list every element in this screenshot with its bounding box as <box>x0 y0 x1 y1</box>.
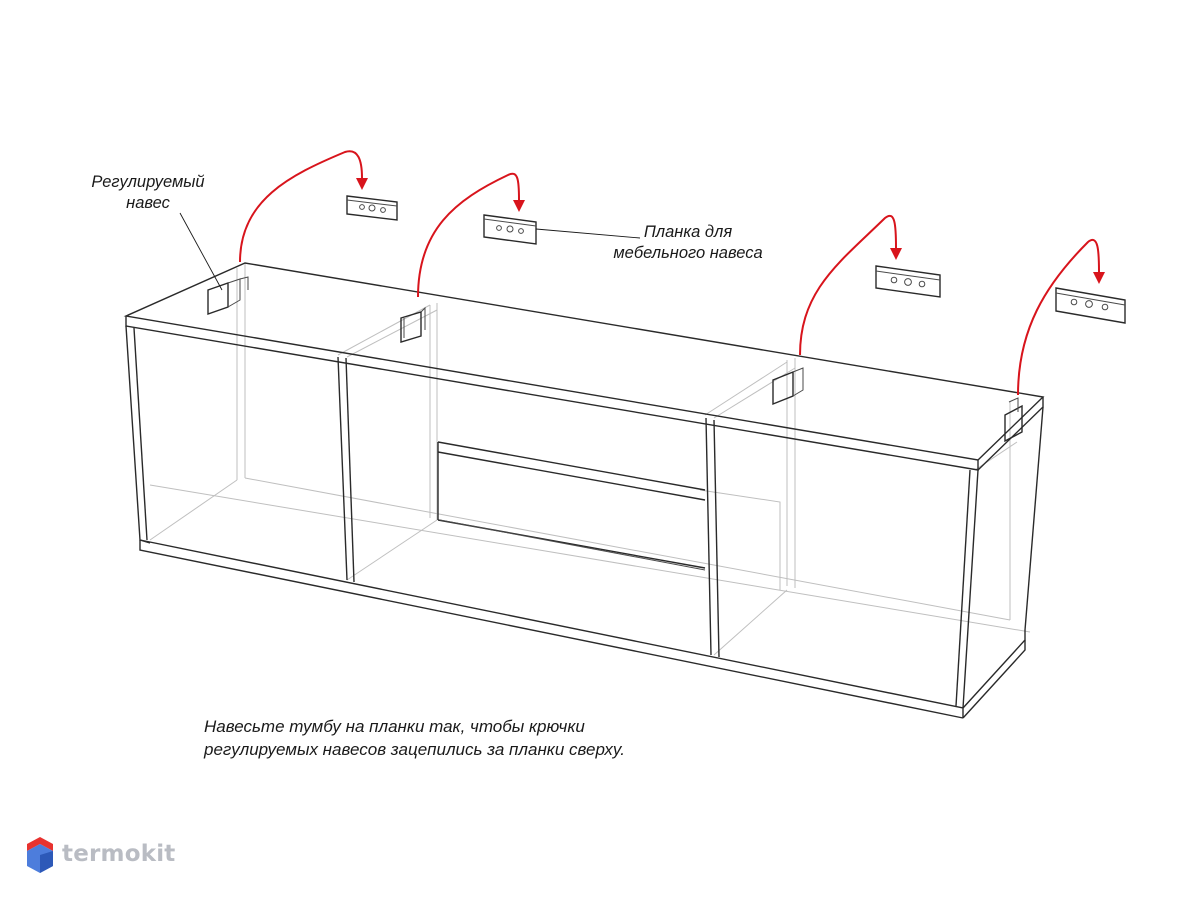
arrow-1 <box>239 150 363 263</box>
arrow-2 <box>417 172 520 298</box>
adjustable-hinge-4 <box>1004 397 1023 443</box>
arrow-3-head <box>890 248 902 260</box>
hinge-leader-line <box>179 212 223 291</box>
mounting-arrows <box>239 150 1105 396</box>
logo-wordmark: termokit <box>62 841 176 867</box>
instruction-line-1: Навесьте тумбу на планки так, чтобы крюч… <box>204 717 585 736</box>
instruction-line-2: регулируемых навесов зацепились за планк… <box>204 740 625 759</box>
rail-label-line-1: Планка для <box>643 223 733 241</box>
mounting-rail-2 <box>483 214 537 245</box>
hinge-label-line-1: Регулируемый <box>91 173 205 191</box>
adjustable-hinge-2 <box>400 306 426 343</box>
mounting-rail-1 <box>346 195 398 221</box>
arrow-1-head <box>356 178 368 190</box>
mounting-rail-4 <box>1055 287 1126 324</box>
adjustable-hinge-3 <box>772 367 804 406</box>
hinge-label-line-2: навес <box>126 194 170 212</box>
cabinet-hidden-edges <box>149 263 1031 656</box>
hinge-label: Регулируемый навес <box>84 172 212 214</box>
rail-label: Планка для мебельного навеса <box>598 222 778 264</box>
mounting-rail-3 <box>875 265 941 298</box>
arrow-3 <box>799 215 897 356</box>
adjustable-hinge-1 <box>207 276 249 315</box>
arrow-4 <box>1017 239 1100 396</box>
arrow-4-head <box>1093 272 1105 284</box>
instruction-text: Навесьте тумбу на планки так, чтобы крюч… <box>204 715 625 761</box>
rail-leader-line <box>535 228 641 239</box>
rail-label-line-2: мебельного навеса <box>613 244 763 262</box>
arrow-2-head <box>513 200 525 212</box>
termokit-logo-icon <box>27 837 53 873</box>
cabinet-outline <box>123 262 1045 719</box>
